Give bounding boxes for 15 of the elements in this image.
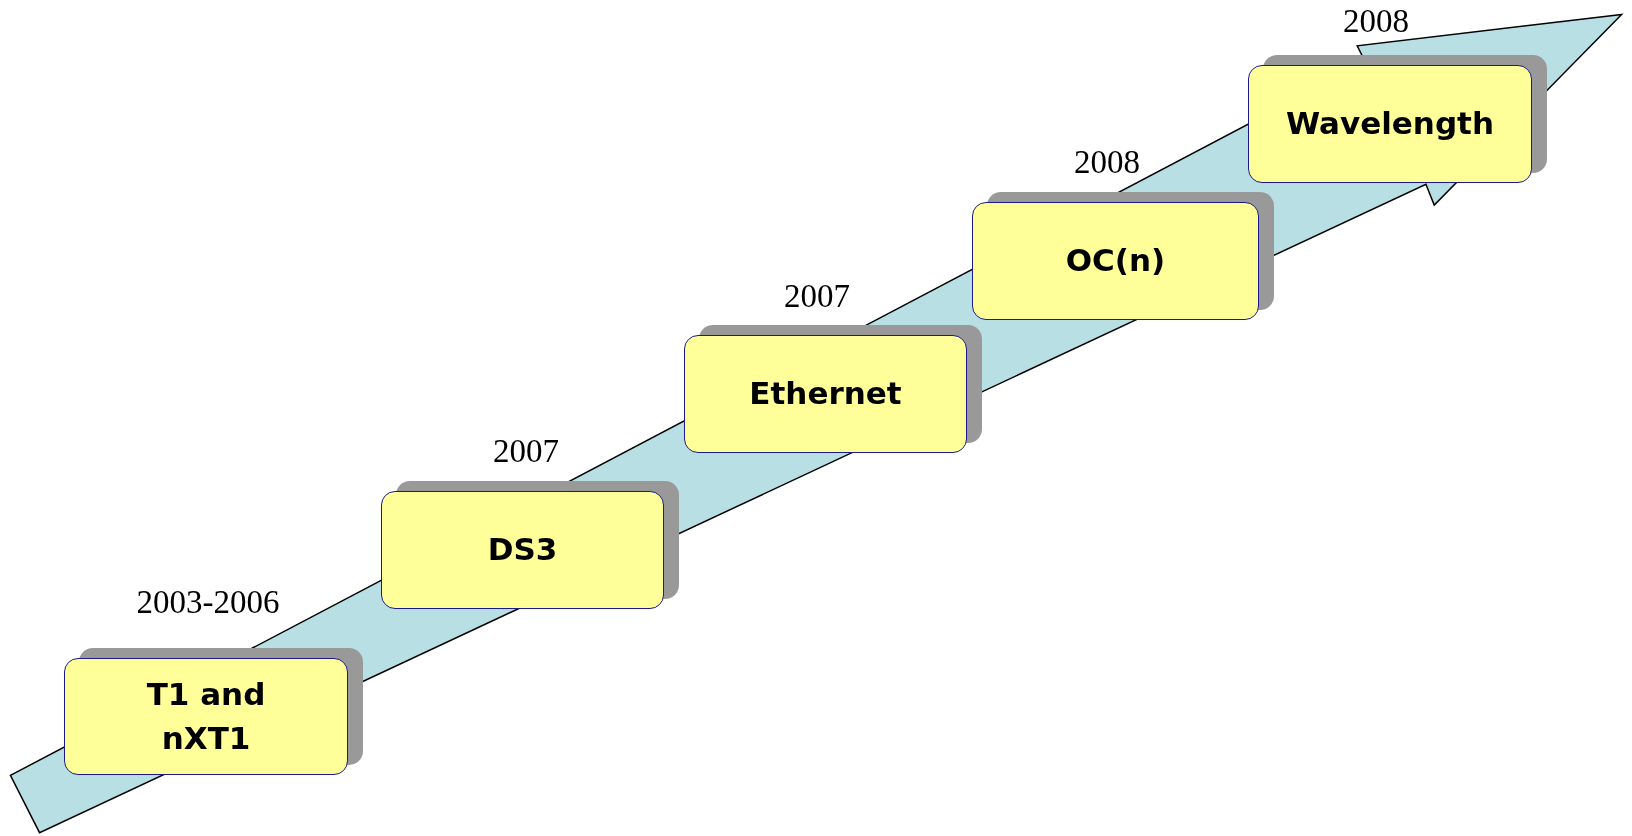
milestone-box xyxy=(1248,65,1532,183)
milestone-box xyxy=(64,658,348,775)
year-label: 2007 xyxy=(784,277,850,315)
milestone-label: OC(n) xyxy=(1065,241,1166,281)
milestone-label: Ethernet xyxy=(749,374,902,414)
milestone-label: Wavelength xyxy=(1285,104,1494,144)
milestone-box xyxy=(972,202,1259,320)
year-label: 2003-2006 xyxy=(136,583,280,621)
milestone-label: T1 and nXT1 xyxy=(145,675,267,758)
milestone-box xyxy=(381,491,664,609)
year-label: 2008 xyxy=(1074,143,1140,181)
milestone-label: DS3 xyxy=(487,530,558,570)
milestone-box xyxy=(684,335,967,453)
year-label: 2008 xyxy=(1343,2,1409,40)
year-label: 2007 xyxy=(493,432,559,470)
